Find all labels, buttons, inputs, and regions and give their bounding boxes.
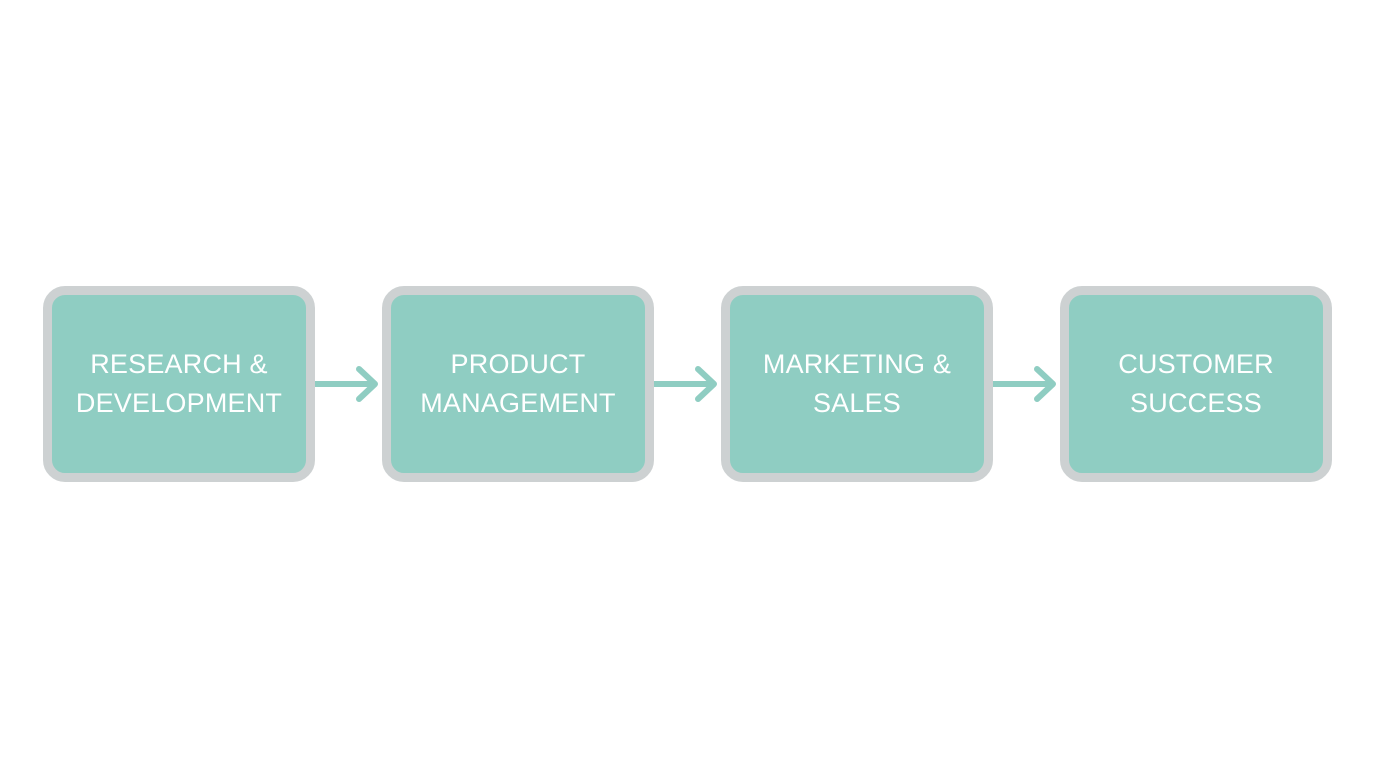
process-flow: RESEARCH & DEVELOPMENT PRODUCT MANAGEMEN…	[43, 286, 1333, 482]
arrow-right-icon	[993, 354, 1060, 414]
arrow-right-icon	[654, 354, 721, 414]
stage-label: RESEARCH & DEVELOPMENT	[75, 349, 283, 418]
stage-label: CUSTOMER SUCCESS	[1118, 349, 1274, 418]
arrow-right-icon	[315, 354, 382, 414]
stage-label: MARKETING & SALES	[762, 349, 952, 418]
stage-research-development: RESEARCH & DEVELOPMENT	[43, 286, 315, 482]
stage-marketing-sales: MARKETING & SALES	[721, 286, 993, 482]
stage-customer-success: CUSTOMER SUCCESS	[1060, 286, 1332, 482]
stage-product-management: PRODUCT MANAGEMENT	[382, 286, 654, 482]
stage-label: PRODUCT MANAGEMENT	[420, 349, 616, 418]
